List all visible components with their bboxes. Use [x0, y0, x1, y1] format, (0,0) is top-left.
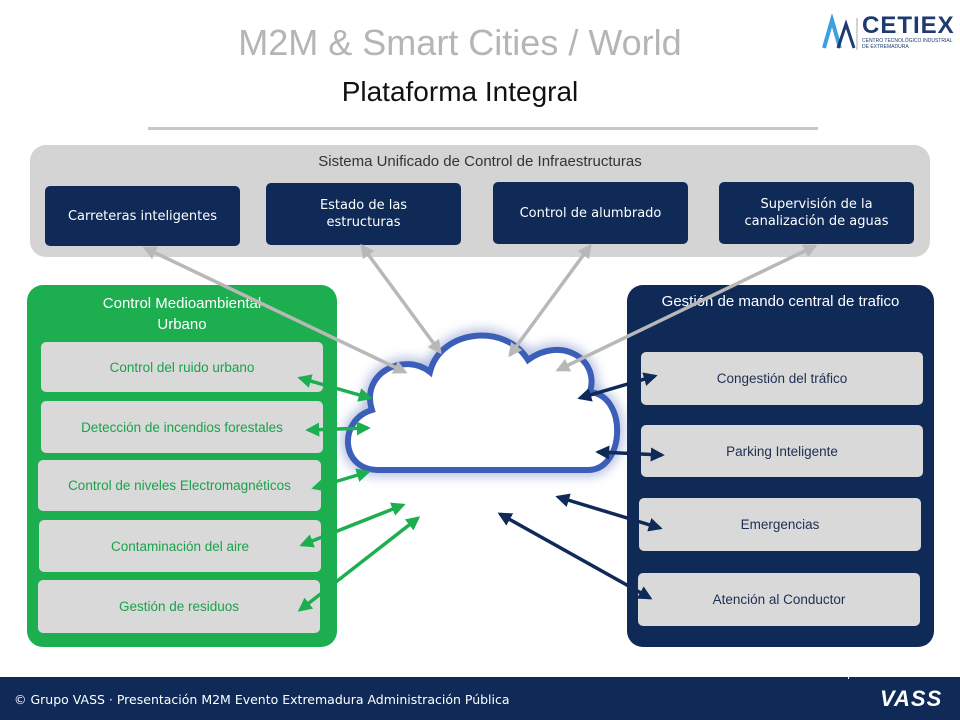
cloud-icon — [345, 332, 621, 473]
logo-name: CETIEX — [862, 12, 955, 39]
page-number: 7 — [846, 670, 853, 682]
arrow-icon — [305, 421, 371, 437]
vass-logo: VASS — [880, 686, 943, 711]
item-gestion-residuos[interactable]: Gestión de residuos — [38, 580, 320, 633]
item-incendios-forestales[interactable]: Detección de incendios forestales — [41, 401, 323, 453]
item-carreteras[interactable]: Carreteras inteligentes — [45, 186, 240, 246]
footer-text: © Grupo VASS · Presentación M2M Evento E… — [14, 692, 510, 707]
title-divider — [148, 127, 818, 130]
page-subtitle: Plataforma Integral — [341, 76, 579, 107]
item-estado-estructuras[interactable]: Estado de las estructuras — [266, 183, 461, 245]
arrow-icon — [497, 512, 653, 600]
arrow-icon — [555, 244, 818, 372]
arrow-icon — [595, 445, 665, 462]
arrow-icon — [299, 502, 406, 548]
item-emergencias[interactable]: Emergencias — [639, 498, 921, 551]
item-contaminacion-aire[interactable]: Contaminación del aire — [39, 520, 321, 572]
arrow-icon — [555, 493, 663, 532]
arrow-icon — [297, 516, 421, 612]
logo-tagline: CENTRO TECNOLÓGICO INDUSTRIAL DE EXTREMA… — [862, 38, 953, 50]
item-supervision-aguas[interactable]: Supervisión de la canalización de aguas — [719, 182, 914, 244]
arrow-icon — [311, 468, 371, 492]
arrow-icon — [360, 243, 442, 355]
page-title: M2M & Smart Cities / World — [238, 22, 682, 63]
footer-bar — [0, 677, 960, 720]
infrastructure-panel-title: Sistema Unificado de Control de Infraest… — [318, 153, 642, 170]
arrow-icon — [508, 243, 592, 358]
cetiex-logo-icon — [822, 14, 858, 50]
item-control-alumbrado[interactable]: Control de alumbrado — [493, 182, 688, 244]
arrow-icon — [297, 374, 373, 402]
item-parking-inteligente[interactable]: Parking Inteligente — [641, 425, 923, 477]
arrow-icon — [142, 246, 408, 374]
arrow-icon — [577, 372, 658, 402]
item-atencion-conductor[interactable]: Atención al Conductor — [638, 573, 920, 626]
item-niveles-electromagneticos[interactable]: Control de niveles Electromagnéticos — [38, 460, 321, 511]
